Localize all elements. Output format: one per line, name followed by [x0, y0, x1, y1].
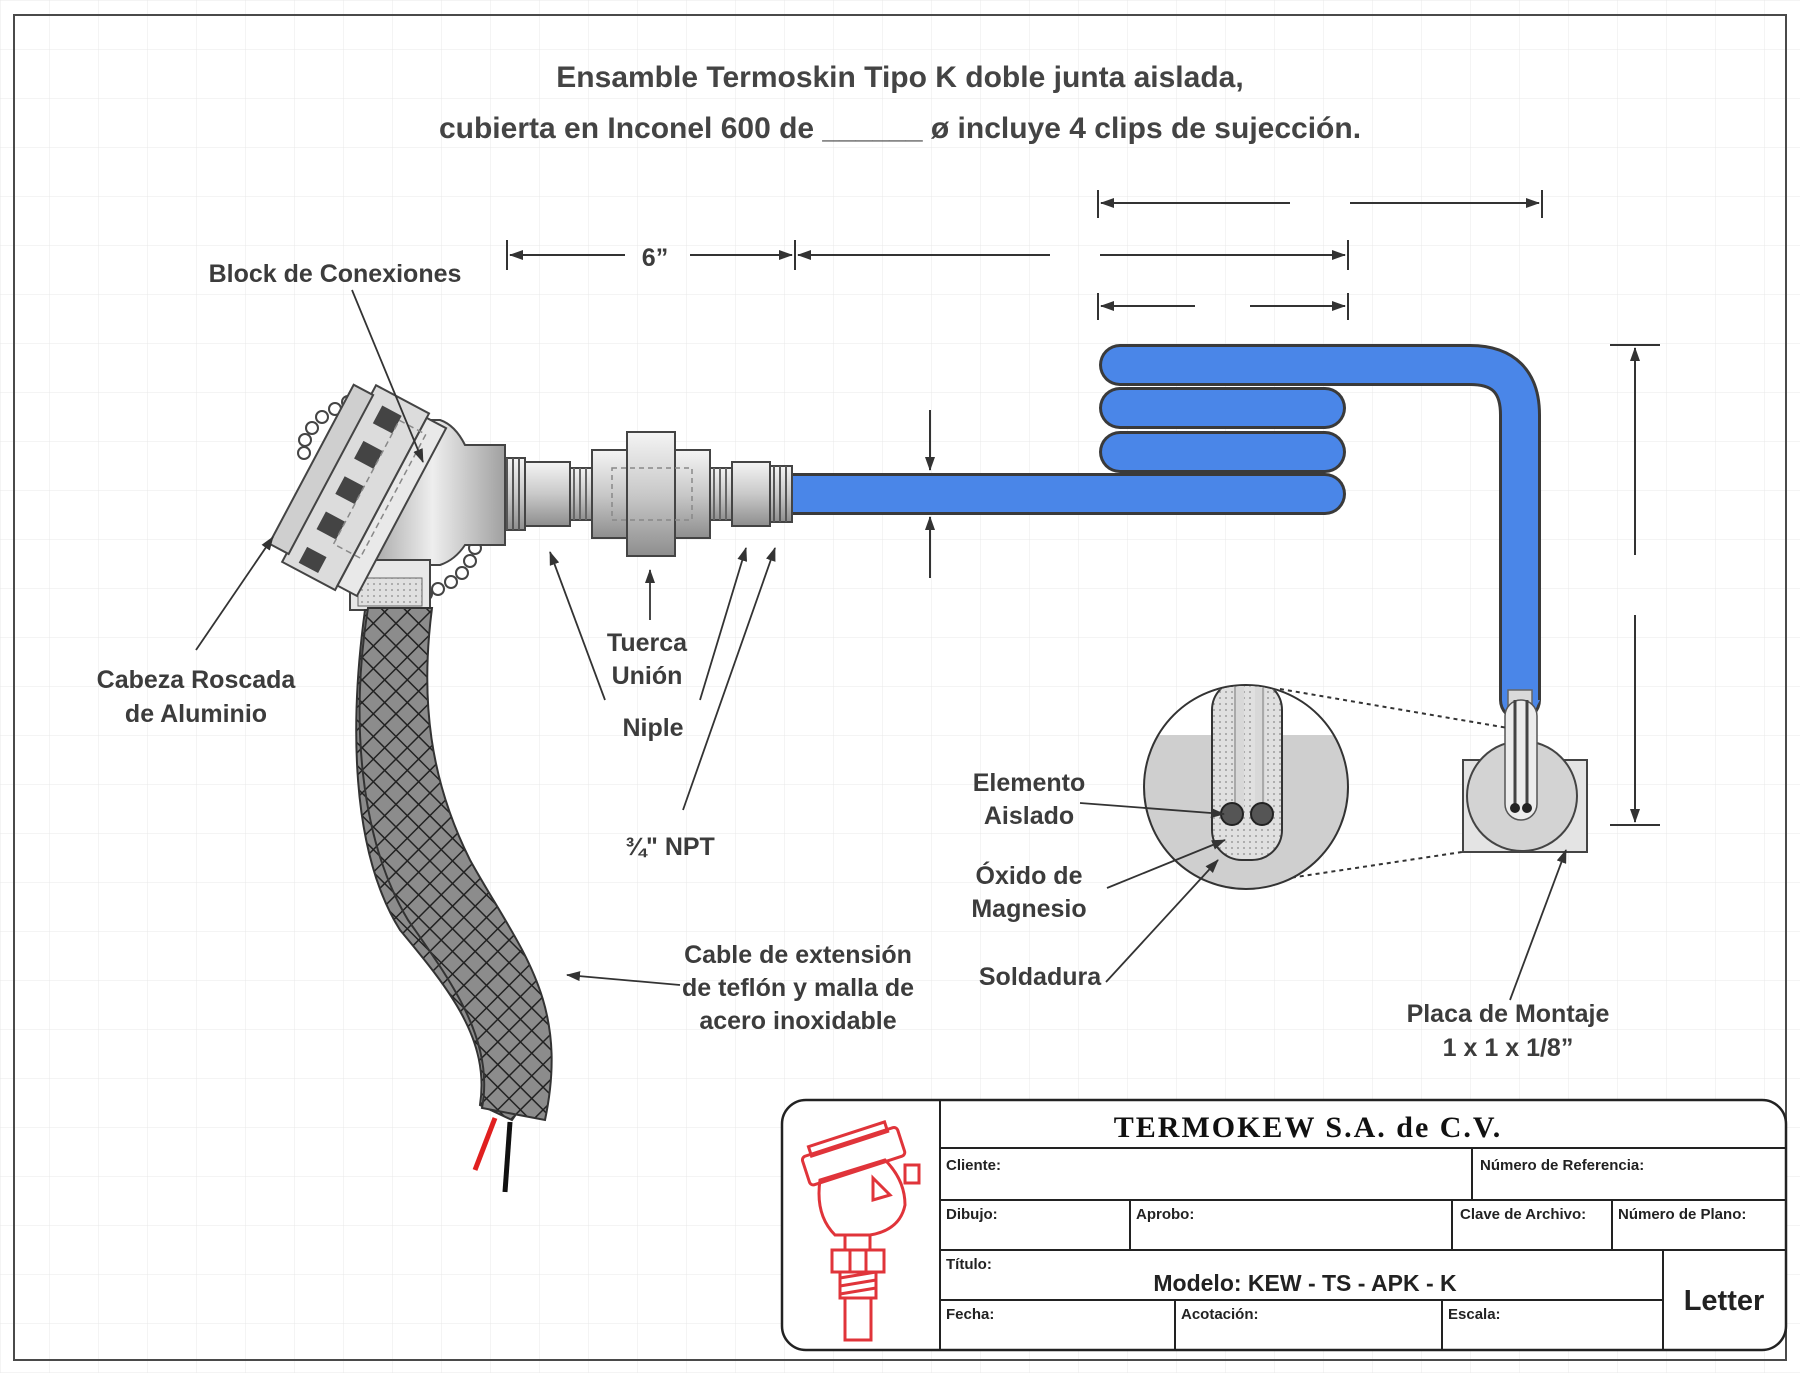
dimension-lines: [506, 190, 1660, 826]
label-oxido-line2: Magnesio: [971, 895, 1086, 923]
label-elemento-line2: Aislado: [984, 802, 1074, 830]
label-tuerca-line1: Tuerca: [607, 629, 688, 657]
label-cabeza-line2: de Aluminio: [125, 700, 267, 728]
label-cable-line2: de teflón y malla de: [682, 974, 914, 1002]
label-soldadura: Soldadura: [979, 963, 1102, 991]
field-numero-referencia: Número de Referencia:: [1480, 1157, 1644, 1174]
braided-cable-body: [358, 607, 553, 1122]
field-modelo: Modelo: KEW - TS - APK - K: [1153, 1270, 1457, 1296]
label-cable-line1: Cable de extensión: [684, 941, 912, 969]
company-name: TERMOKEW S.A. de C.V.: [1114, 1111, 1502, 1144]
label-elemento-line1: Elemento: [973, 769, 1086, 797]
termokew-logo-icon: [800, 1120, 921, 1342]
label-niple: Niple: [622, 714, 683, 742]
dimension-6-inch: 6”: [642, 244, 668, 272]
field-titulo: Título:: [946, 1256, 992, 1273]
drawing-title-line2: cubierta en Inconel 600 de ______ ø incl…: [439, 112, 1361, 145]
detail-magnifier: [1143, 684, 1509, 890]
inconel-sheath: [769, 344, 1541, 721]
paper-size: Letter: [1684, 1285, 1765, 1317]
label-npt: ¾" NPT: [625, 833, 715, 861]
sheet-border: [13, 14, 1787, 1361]
field-aprobo: Aprobo:: [1136, 1206, 1194, 1223]
field-clave-archivo: Clave de Archivo:: [1460, 1206, 1586, 1223]
label-cable-line3: acero inoxidable: [699, 1007, 896, 1035]
field-fecha: Fecha:: [946, 1306, 994, 1323]
field-numero-plano: Número de Plano:: [1618, 1206, 1746, 1223]
field-acotacion: Acotación:: [1181, 1306, 1259, 1323]
label-placa-line2: 1 x 1 x 1/8”: [1443, 1034, 1574, 1062]
title-block: TERMOKEW S.A. de C.V. Cliente: Número de…: [780, 1098, 1788, 1352]
field-escala: Escala:: [1448, 1306, 1501, 1323]
label-cabeza-line1: Cabeza Roscada: [97, 666, 297, 694]
label-oxido-line1: Óxido de: [976, 860, 1083, 890]
label-block-conexiones: Block de Conexiones: [209, 260, 462, 288]
field-cliente: Cliente:: [946, 1157, 1001, 1174]
mounting-plate: [1462, 699, 1588, 853]
leader-lines: [195, 289, 1567, 1001]
field-dibujo: Dibujo:: [946, 1206, 998, 1223]
label-tuerca-line2: Unión: [612, 662, 683, 690]
drawing-title-line1: Ensamble Termoskin Tipo K doble junta ai…: [556, 61, 1243, 94]
label-placa-line1: Placa de Montaje: [1407, 1000, 1610, 1028]
